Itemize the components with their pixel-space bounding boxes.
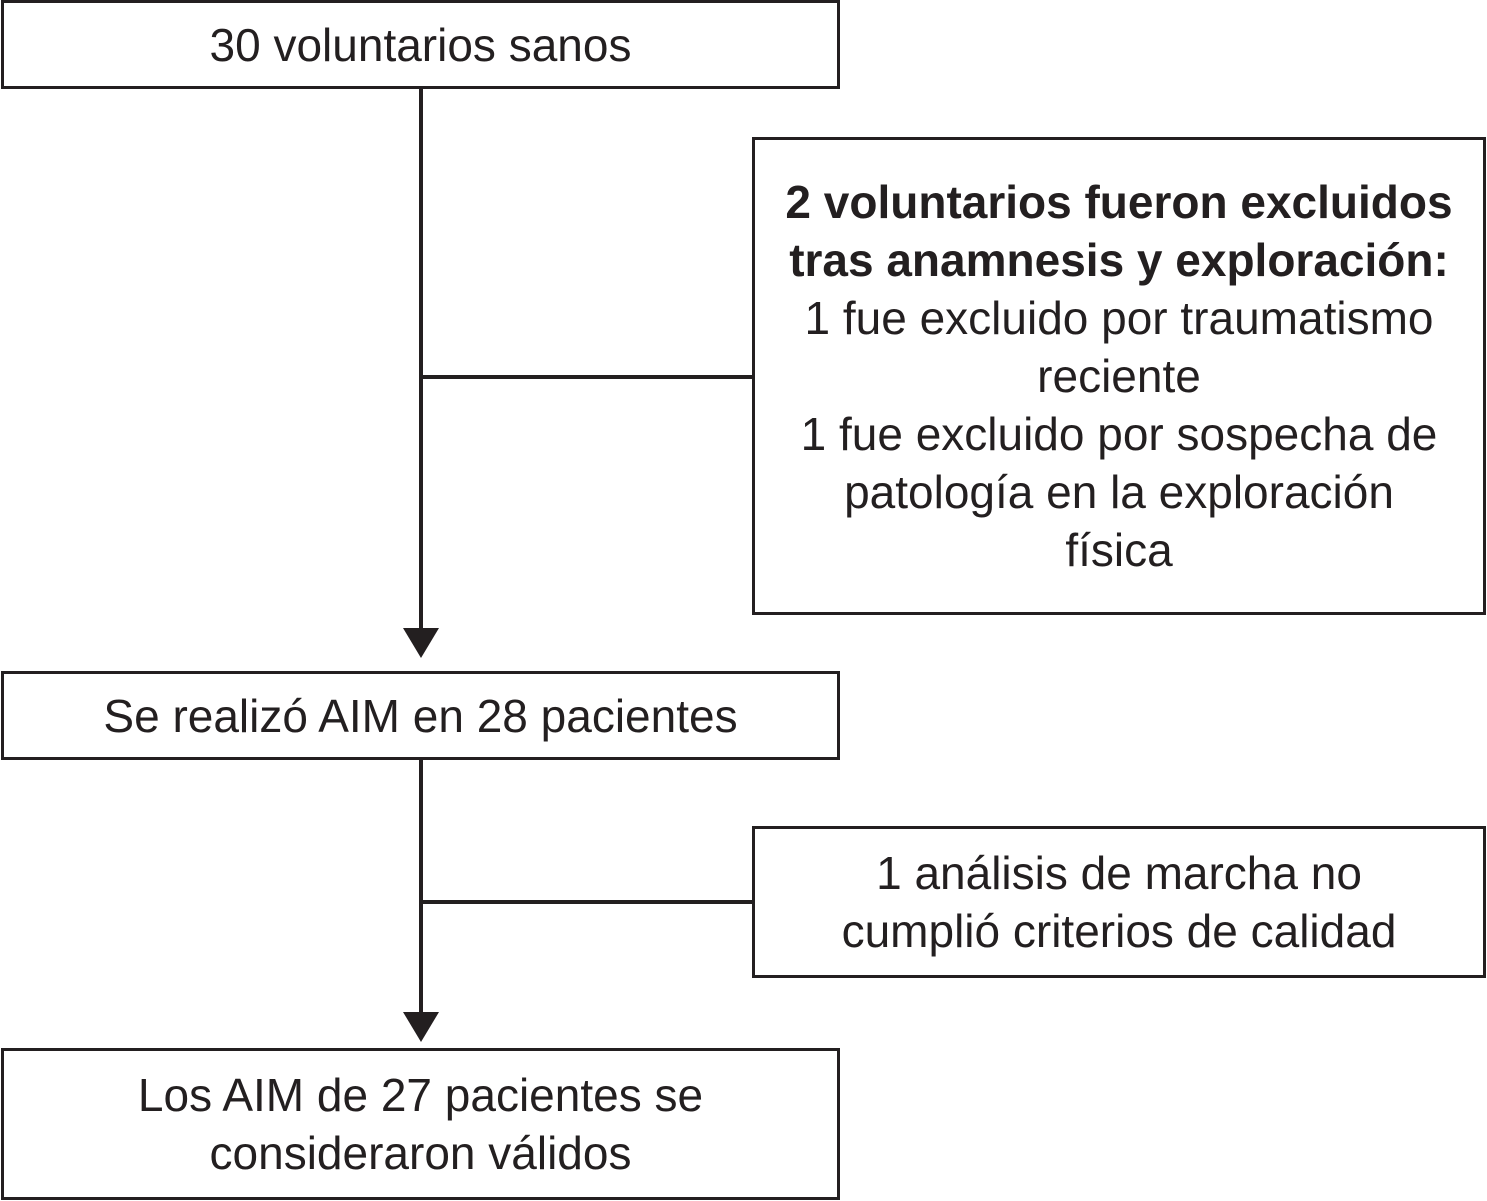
- exclusion-1-line-2: reciente: [1037, 350, 1201, 402]
- exclusion-1-heading-line-2: tras anamnesis y exploración:: [789, 234, 1449, 286]
- exclusion-1-line-3: 1 fue excluido por sospecha de: [800, 408, 1438, 460]
- exclusion-1-line-1: 1 fue excluido por traumatismo: [804, 292, 1434, 344]
- end-box: Los AIM de 27 pacientes se consideraron …: [1, 1048, 840, 1200]
- end-box-line-1: Los AIM de 27 pacientes se: [137, 1069, 704, 1121]
- start-box: 30 voluntarios sanos: [1, 0, 840, 89]
- middle-box-text: Se realizó AIM en 28 pacientes: [103, 689, 738, 742]
- middle-box: Se realizó AIM en 28 pacientes: [1, 671, 840, 760]
- exclusion-2-line-2: cumplió criterios de calidad: [841, 905, 1397, 957]
- end-box-line-2: consideraron válidos: [209, 1127, 632, 1179]
- exclusion-2-line-1: 1 análisis de marcha no: [876, 847, 1362, 899]
- exclusion-box-1: 2 voluntarios fueron excluidos tras anam…: [752, 137, 1486, 615]
- exclusion-1-line-5: física: [1065, 524, 1173, 576]
- arrowhead-to-end: [403, 1012, 439, 1042]
- exclusion-1-line-4: patología en la exploración: [844, 466, 1394, 518]
- start-box-text: 30 voluntarios sanos: [209, 18, 632, 71]
- arrowhead-to-middle: [403, 628, 439, 658]
- exclusion-box-2: 1 análisis de marcha no cumplió criterio…: [752, 826, 1486, 978]
- exclusion-1-heading-line-1: 2 voluntarios fueron excluidos: [785, 176, 1453, 228]
